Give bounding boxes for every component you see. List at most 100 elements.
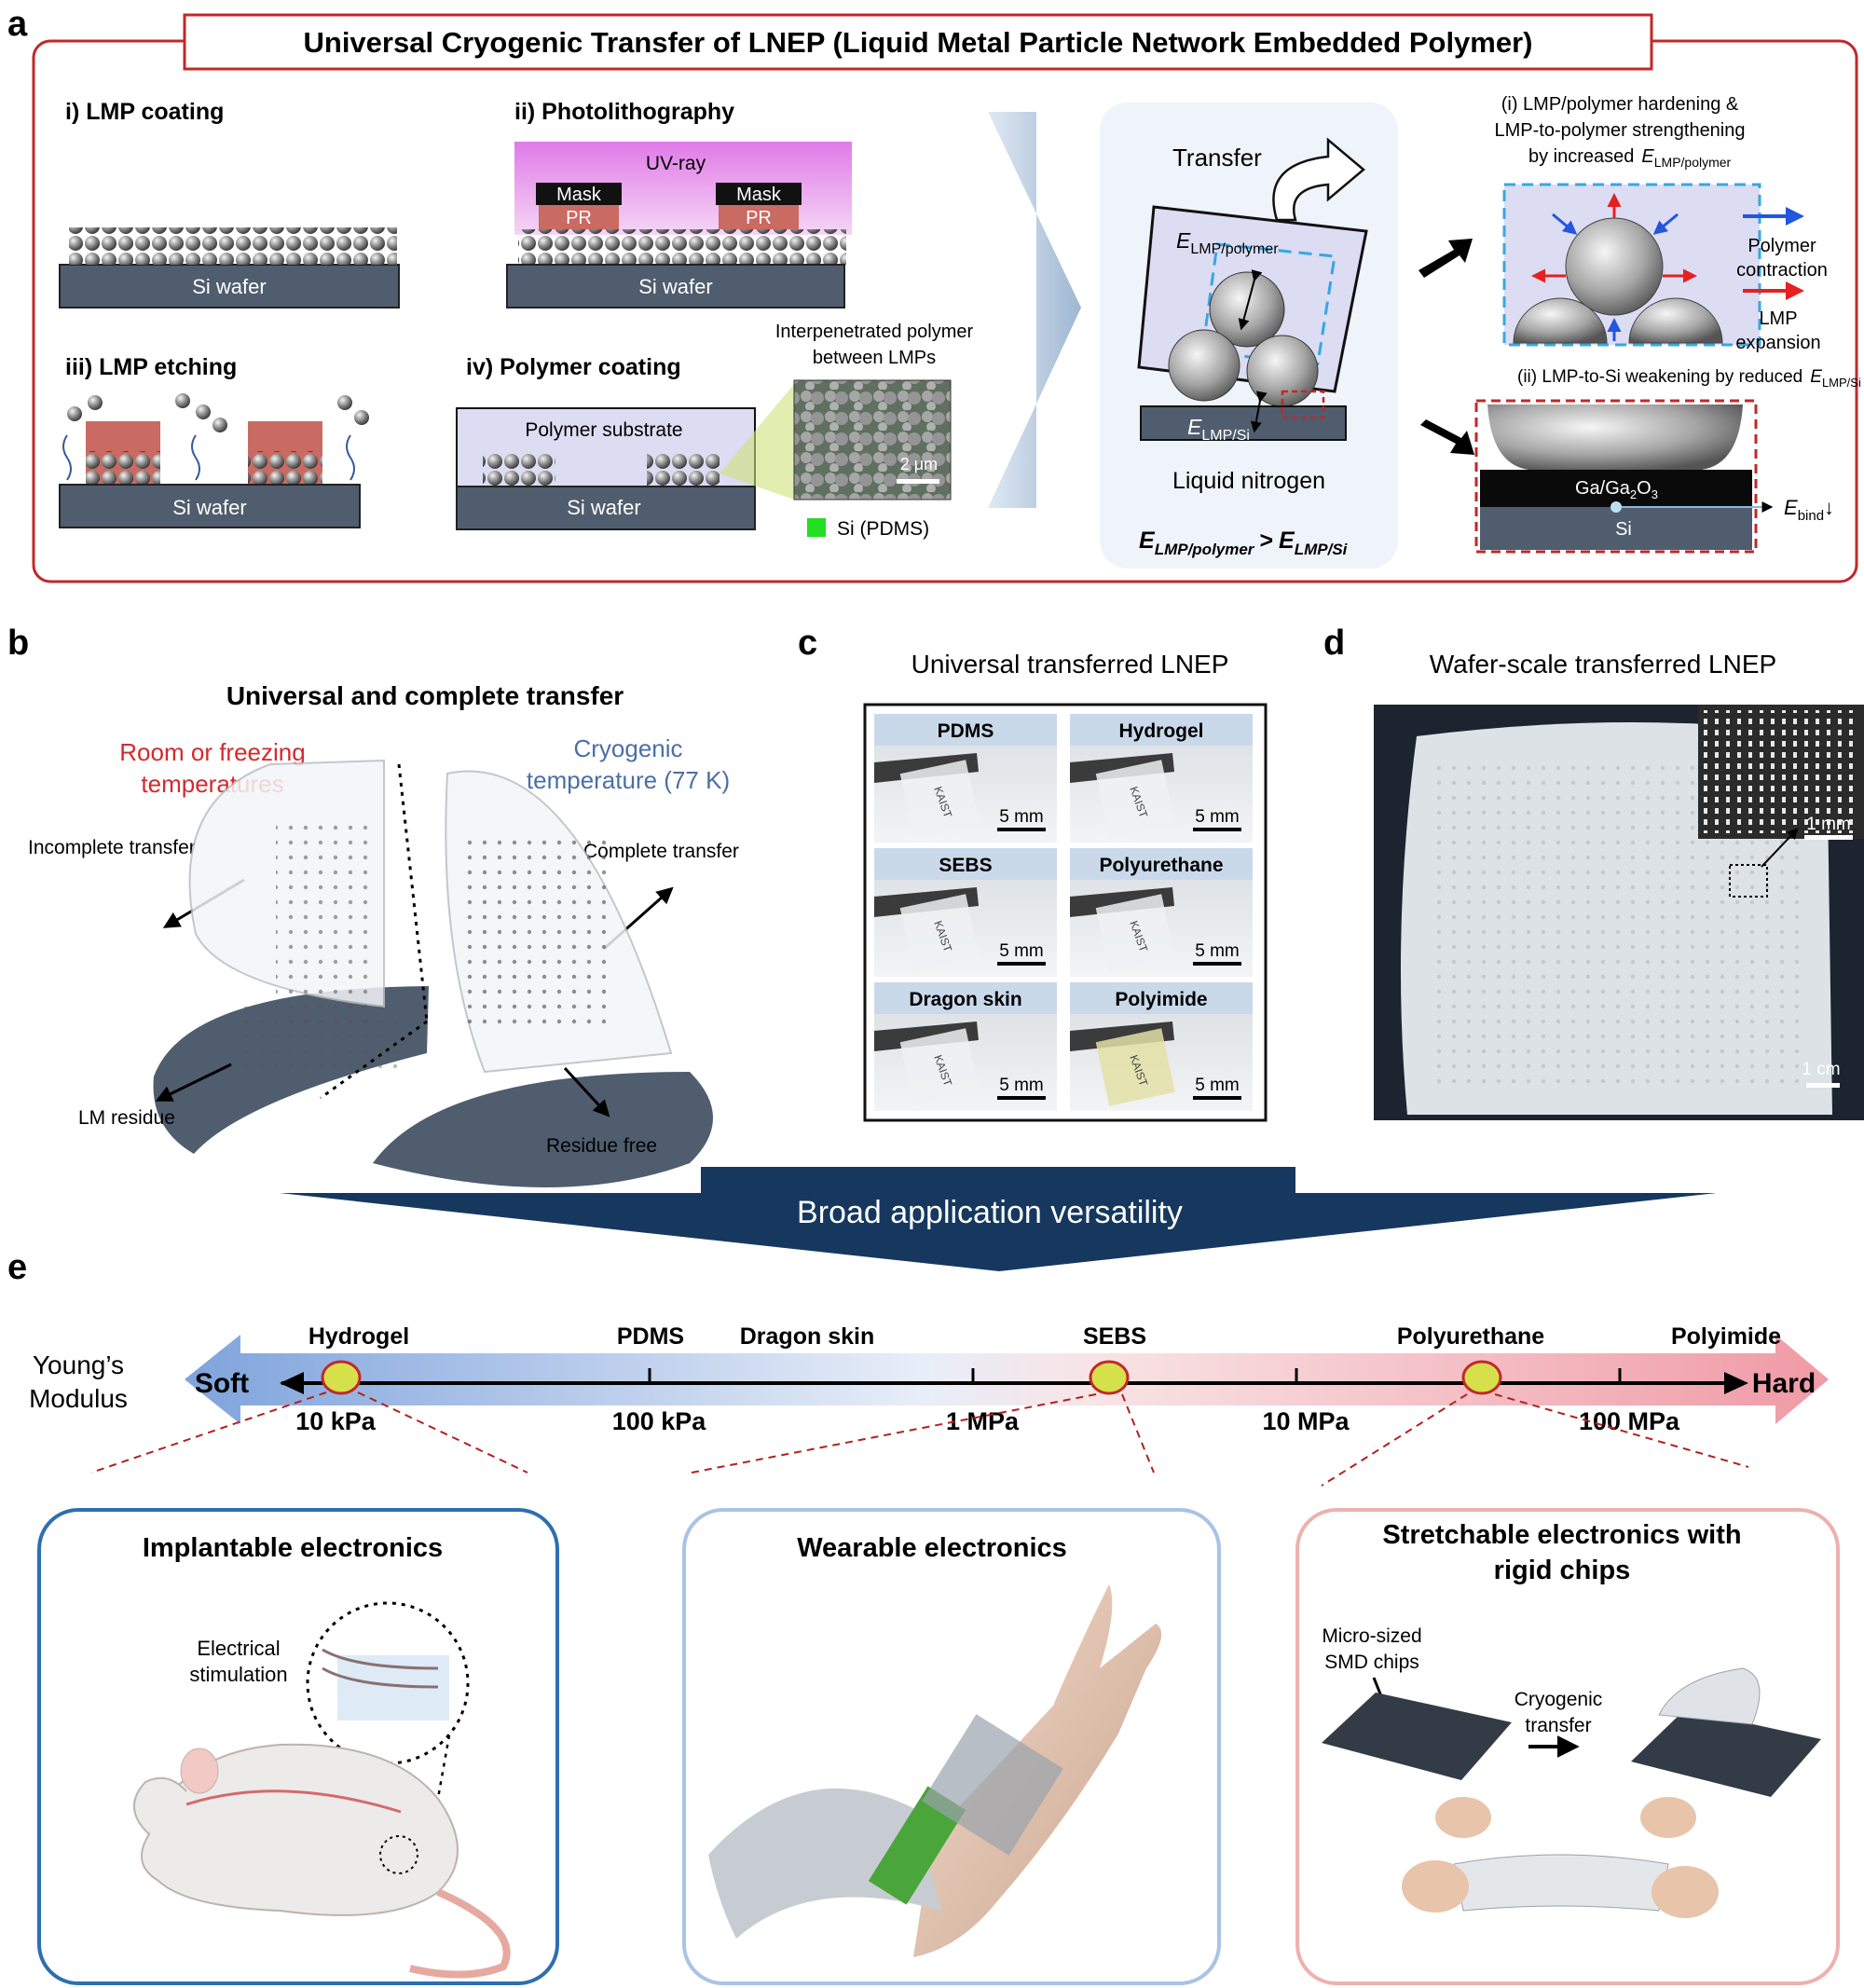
material-label: Hydrogel	[308, 1323, 409, 1350]
cryo-temp-2: temperature (77 K)	[527, 766, 730, 794]
lmp-layer	[69, 227, 397, 248]
banner-text: Broad application versatility	[797, 1195, 1183, 1230]
weakening-si-label: Si	[1615, 519, 1632, 540]
complete-transfer-label: Complete transfer	[583, 841, 739, 862]
material-sample	[1095, 894, 1175, 972]
zoom-cone	[720, 384, 794, 500]
weakening-e: E	[1810, 367, 1822, 387]
e-lmp-polymer-label: ELMP/polymer	[1176, 228, 1279, 257]
tweezers	[1070, 1021, 1174, 1051]
material-cell-header	[874, 848, 1057, 880]
mask-label-1: Mask	[556, 185, 602, 205]
hardening-particle	[1565, 217, 1664, 316]
axis-tick-label: 10 kPa	[295, 1407, 377, 1435]
incomplete-transfer-label: Incomplete transfer	[28, 837, 196, 858]
legend-contraction-1: Polymer	[1748, 236, 1816, 256]
si-wafer-label-1: Si wafer	[192, 275, 266, 298]
scale-label: 5 mm	[1195, 941, 1240, 961]
etched-particles	[62, 393, 369, 481]
pr-1	[539, 205, 619, 229]
axis-tick-label: 1 MPa	[946, 1407, 1020, 1435]
material-name: Polyurethane	[1099, 855, 1223, 876]
cryo-transfer-label-2: transfer	[1525, 1715, 1591, 1736]
wafer-illustration	[153, 759, 713, 1187]
material-sample	[899, 1028, 980, 1106]
ebind-down: ↓	[1824, 496, 1834, 519]
lm-residue-arrow	[155, 1063, 232, 1102]
material-label: Polyimide	[1671, 1323, 1781, 1350]
material-name: Dragon skin	[909, 989, 1021, 1010]
si-wafer-label-3: Si wafer	[172, 496, 246, 519]
panel-b-title: Universal and complete transfer	[226, 681, 624, 710]
material-name: Hydrogel	[1118, 720, 1203, 742]
tweezers	[1070, 753, 1174, 783]
ga-o: O	[1637, 478, 1652, 499]
material-name: PDMS	[938, 720, 994, 742]
e-lmp-si-label: ELMP/Si	[1187, 415, 1250, 444]
legend-si-label: Si (PDMS)	[837, 518, 929, 540]
sem-scale-label: 2 μm	[900, 455, 938, 473]
tweezers	[874, 887, 979, 917]
ineq-sub1: LMP/polymer	[1155, 541, 1255, 558]
wafer-scale-label: 1 cm	[1802, 1060, 1840, 1079]
polymer-substrate-label: Polymer substrate	[525, 419, 682, 441]
mask-2	[716, 183, 802, 205]
si-wafer-3	[59, 484, 361, 528]
smd-film-peel	[1658, 1667, 1761, 1725]
scale-label: 5 mm	[999, 807, 1044, 827]
legend-expansion-2: expansion	[1735, 333, 1820, 353]
e-lmp-polymer-arrow	[1238, 269, 1263, 331]
material-cell-header	[874, 982, 1057, 1014]
wafer-scale-bar	[1806, 1083, 1840, 1088]
ga-sub2: 3	[1652, 487, 1658, 501]
scale-bar	[997, 828, 1046, 831]
material-sample	[899, 894, 980, 972]
scale-label: 5 mm	[999, 941, 1044, 961]
stretchable-title-1: Stretchable electronics with	[1382, 1520, 1741, 1550]
material-cell-header	[1070, 848, 1253, 880]
room-temp-1: Room or freezing	[119, 738, 305, 766]
electrical-label-1: Electrical	[197, 1637, 280, 1660]
material-sample	[1095, 1028, 1175, 1106]
tweezers	[874, 753, 979, 783]
ga-sub: 2	[1630, 487, 1637, 501]
scale-bar	[997, 1096, 1046, 1100]
transfer-si-wafer	[1140, 405, 1347, 441]
material-marker	[321, 1360, 362, 1395]
step-lmp-etching: iii) LMP etching	[65, 354, 237, 380]
ebind-e: E	[1784, 496, 1798, 519]
transfer-interface-box	[1281, 390, 1325, 419]
material-label: PDMS	[617, 1323, 684, 1350]
tweezers	[874, 1021, 979, 1051]
ga-oxide-layer	[1480, 470, 1752, 507]
weakening-particle	[1487, 404, 1743, 470]
step-polymer-coating: iv) Polymer coating	[466, 354, 681, 380]
weakening-e-sub: LMP/Si	[1822, 376, 1861, 390]
banner-arrow	[280, 1167, 1717, 1271]
material-cell-header	[1070, 714, 1253, 746]
scale-bar	[1193, 828, 1241, 831]
lmp-particle-right	[1246, 335, 1319, 407]
pr-label-1: PR	[566, 208, 592, 228]
si-wafer-2	[506, 264, 845, 308]
residue-free-arrow	[563, 1066, 610, 1117]
material-label: Dragon skin	[740, 1323, 874, 1350]
material-label: Polyurethane	[1397, 1323, 1544, 1350]
scale-bar	[997, 962, 1046, 966]
smd-label-2: SMD chips	[1324, 1652, 1419, 1673]
cryo-transfer-label-1: Cryogenic	[1514, 1689, 1603, 1710]
lmp-layer-2	[69, 244, 397, 265]
ebind-sub: bind	[1798, 508, 1824, 524]
arrow-to-hardening	[1419, 239, 1473, 278]
uv-ray-label: UV-ray	[646, 153, 706, 174]
panel-c-title: Universal transferred LNEP	[911, 650, 1229, 679]
transfer-zoom-box	[1200, 242, 1336, 365]
panel-a-title: Universal Cryogenic Transfer of LNEP (Li…	[304, 26, 1533, 59]
smd-wafer-before	[1322, 1693, 1512, 1780]
axis-tick-label: 100 kPa	[612, 1407, 707, 1435]
tweezers	[1070, 887, 1174, 917]
scale-label: 5 mm	[1195, 807, 1240, 827]
scale-bar	[1193, 962, 1241, 966]
transfer-arrow	[1272, 137, 1365, 222]
